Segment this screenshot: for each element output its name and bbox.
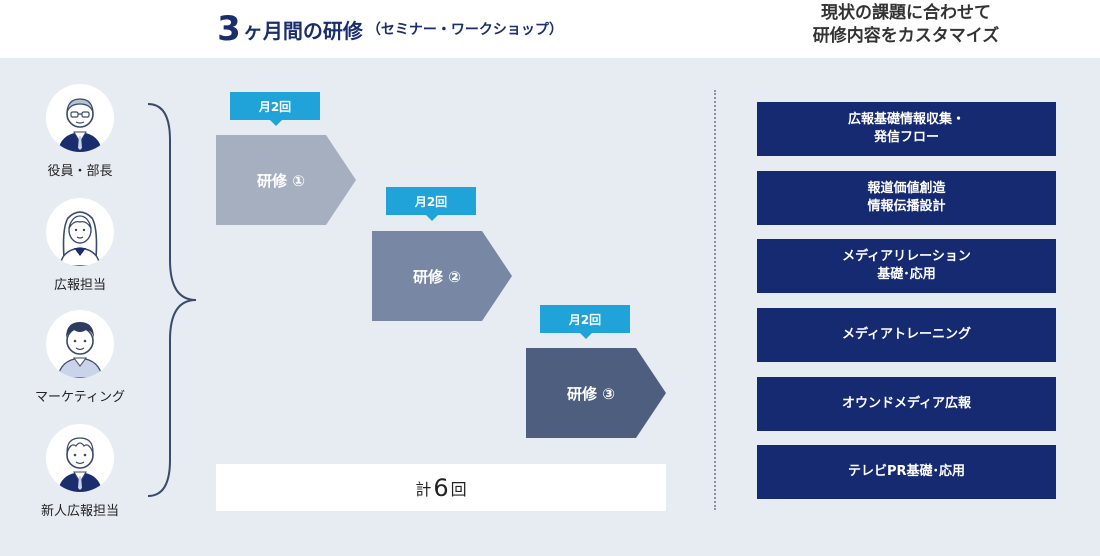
dotted-divider — [714, 90, 716, 510]
target-pr-staff: 広報担当 — [0, 198, 160, 293]
topic-item: テレビPR基礎･応用 — [757, 445, 1056, 499]
target-executive: 役員・部長 — [0, 84, 160, 179]
executive-avatar-icon — [46, 84, 114, 152]
marketing-avatar-icon — [46, 310, 114, 378]
curly-brace-icon — [147, 103, 197, 497]
training-step-3: 研修 ③ — [526, 348, 666, 438]
training-step-label: 研修 ③ — [567, 384, 615, 403]
target-label: 役員・部長 — [47, 164, 113, 179]
topic-item: 広報基礎情報収集・ 発信フロー — [757, 102, 1056, 156]
frequency-badge: 月2回 — [386, 187, 476, 221]
step-arrow-shape — [372, 231, 512, 321]
training-step-1: 研修 ① — [216, 135, 356, 225]
topic-item: メディアリレーション 基礎･応用 — [757, 239, 1056, 293]
topic-item: 報道価値創造 情報伝播設計 — [757, 171, 1056, 225]
training-step-label: 研修 ① — [257, 171, 305, 190]
total-prefix: 計 — [415, 479, 432, 499]
step-arrow-shape — [216, 135, 356, 225]
customize-heading-line1: 現状の課題に合わせて — [821, 3, 991, 23]
customize-heading: 現状の課題に合わせて 研修内容をカスタマイズ — [752, 2, 1060, 48]
customize-heading-line2: 研修内容をカスタマイズ — [812, 26, 1000, 46]
page-title: 3 ヶ月間の研修 （セミナー・ワークショップ） — [0, 0, 780, 58]
target-label: 新人広報担当 — [40, 504, 119, 519]
step-arrow-shape — [526, 348, 666, 438]
pr-staff-avatar-icon — [46, 198, 114, 266]
total-number: 6 — [433, 473, 449, 502]
new-pr-staff-avatar-icon — [46, 424, 114, 492]
target-label: 広報担当 — [53, 278, 106, 293]
title-sub: （セミナー・ワークショップ） — [366, 22, 563, 38]
frequency-badge: 月2回 — [230, 92, 320, 126]
title-main: ヶ月間の研修 — [242, 18, 363, 43]
frequency-badge: 月2回 — [540, 305, 630, 339]
training-step-label: 研修 ② — [413, 267, 461, 286]
target-label: マーケティング — [35, 390, 125, 405]
total-sessions: 計 6 回 — [216, 464, 666, 511]
target-new-pr-staff: 新人広報担当 — [0, 424, 160, 519]
topic-item: メディアトレーニング — [757, 308, 1056, 362]
training-step-2: 研修 ② — [372, 231, 512, 321]
topic-item: オウンドメディア広報 — [757, 377, 1056, 431]
total-suffix: 回 — [450, 479, 467, 499]
title-number: 3 — [217, 9, 241, 49]
target-marketing: マーケティング — [0, 310, 160, 405]
